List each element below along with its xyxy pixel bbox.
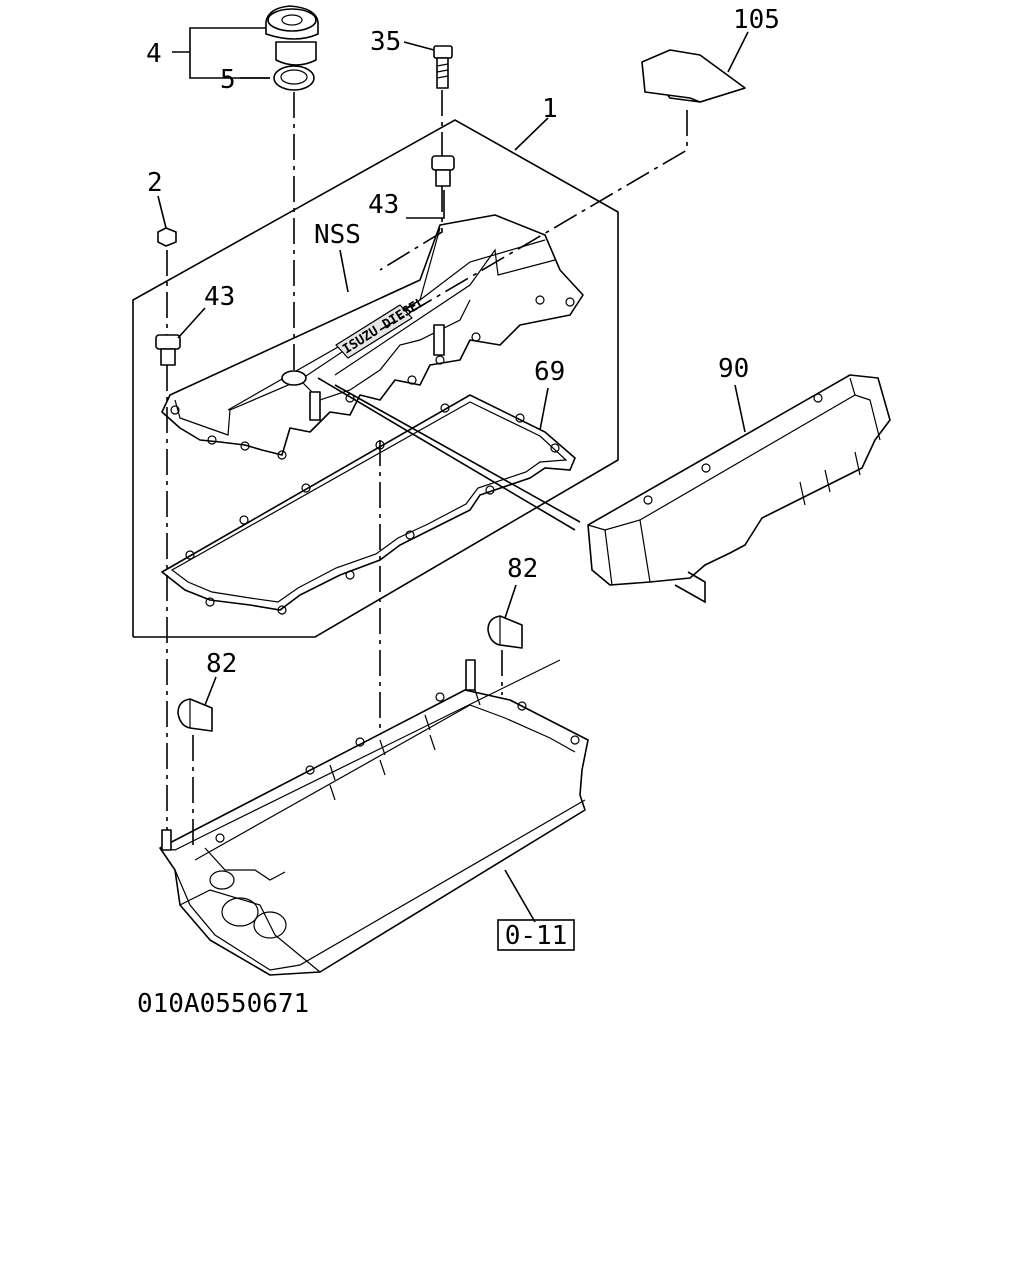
sleeve-43-top [431,155,455,187]
oil-filler-cap [265,5,319,66]
bolt-35 [433,45,453,89]
callout-4: 4 [146,39,162,69]
insulator-105 [641,49,746,103]
cylinder-head [159,659,589,976]
callout-2: 2 [147,168,163,198]
callout-35: 35 [370,27,401,57]
center-lines [166,90,706,850]
head-cover-cover-90 [587,374,891,586]
seal-ring [273,65,315,91]
callout-82-right: 82 [507,554,538,584]
callout-5: 5 [220,65,236,95]
callout-105: 105 [733,5,780,35]
assembly-bracket-box [132,119,619,638]
drawing-number: 010A0550671 [137,989,309,1019]
callout-43-left: 43 [204,282,235,312]
callout-69: 69 [534,357,565,387]
callout-1: 1 [542,94,558,124]
callout-90: 90 [718,354,749,384]
cylinder-head-cover: ISUZU DIESEL [161,214,584,460]
callout-43-top: 43 [368,190,399,220]
head-cover-gasket [160,394,576,615]
callout-nss: NSS [314,220,361,250]
callout-labels: 4 5 35 105 1 2 43 43 NSS 69 90 82 82 [146,5,780,679]
rubber-plug-82-left [177,698,213,732]
nut-2 [157,227,177,247]
reference-box-label: 0-11 [505,921,568,951]
reference-box-0-11[interactable]: 0-11 [497,919,575,951]
leader-lines [157,27,749,923]
callout-82-left: 82 [206,649,237,679]
rubber-plug-82-right [487,615,523,649]
sleeve-43-left [155,334,181,366]
